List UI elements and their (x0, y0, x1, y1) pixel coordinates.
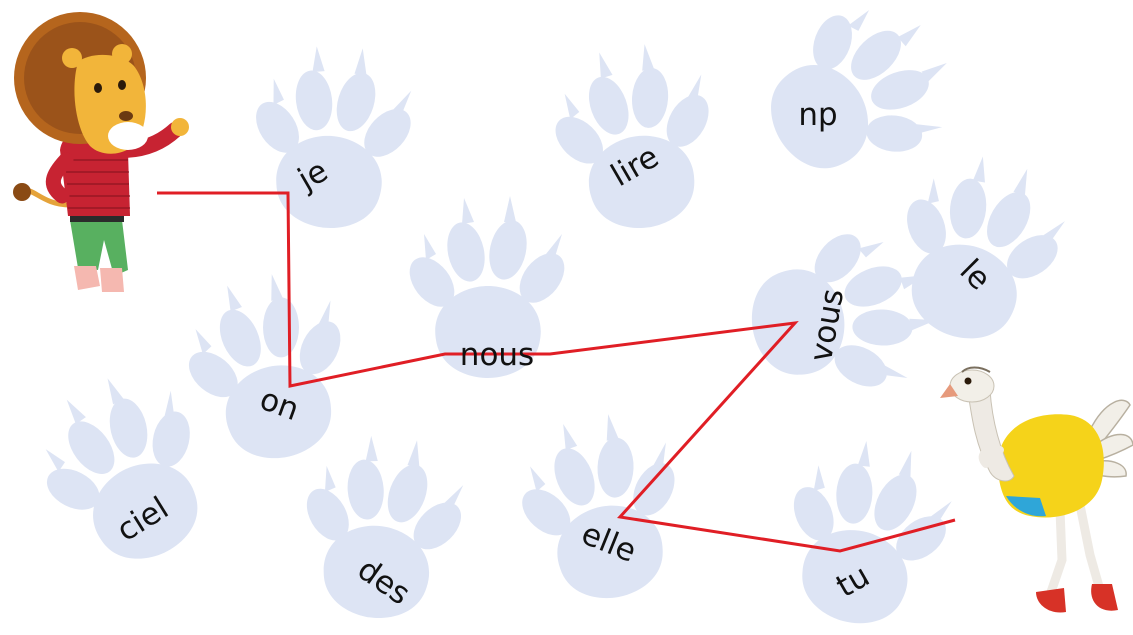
paw-group (8, 0, 1088, 635)
paw-on (164, 260, 372, 475)
paw-je (237, 38, 426, 236)
paw-lire (536, 35, 733, 240)
paw-elle (500, 403, 703, 613)
lion-character (13, 12, 189, 292)
ostrich-character (940, 366, 1133, 613)
paw-tu (758, 422, 973, 635)
word-nous[interactable]: nous (460, 337, 534, 373)
paw-du (734, 0, 981, 214)
word-du[interactable]: du (798, 100, 837, 136)
maze-path-line (157, 191, 956, 553)
